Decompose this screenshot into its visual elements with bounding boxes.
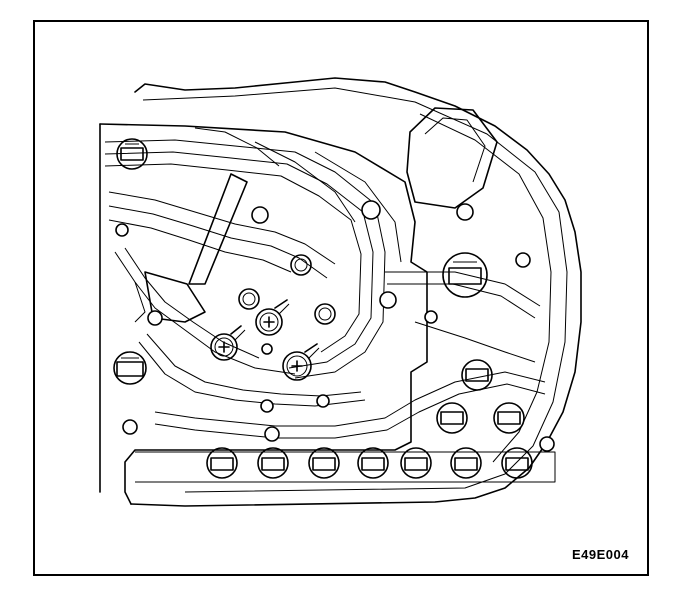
cluster-housing-outline bbox=[130, 77, 582, 507]
flex-strip bbox=[135, 451, 556, 483]
mounting-holes bbox=[115, 200, 555, 452]
phillips-screw-icon bbox=[210, 254, 336, 381]
housing-tab bbox=[406, 107, 498, 209]
circuit-traces bbox=[104, 127, 546, 439]
figure-frame: E49E004 bbox=[33, 20, 649, 576]
board-arm bbox=[188, 173, 248, 285]
board-pad bbox=[144, 271, 206, 323]
housing-tab-inner bbox=[424, 117, 486, 183]
housing-inner-rim-2 bbox=[419, 113, 552, 463]
bulb-socket-icon bbox=[113, 138, 533, 479]
figure-code: E49E004 bbox=[572, 547, 629, 562]
instrument-cluster-circuit-drawing bbox=[99, 77, 582, 507]
